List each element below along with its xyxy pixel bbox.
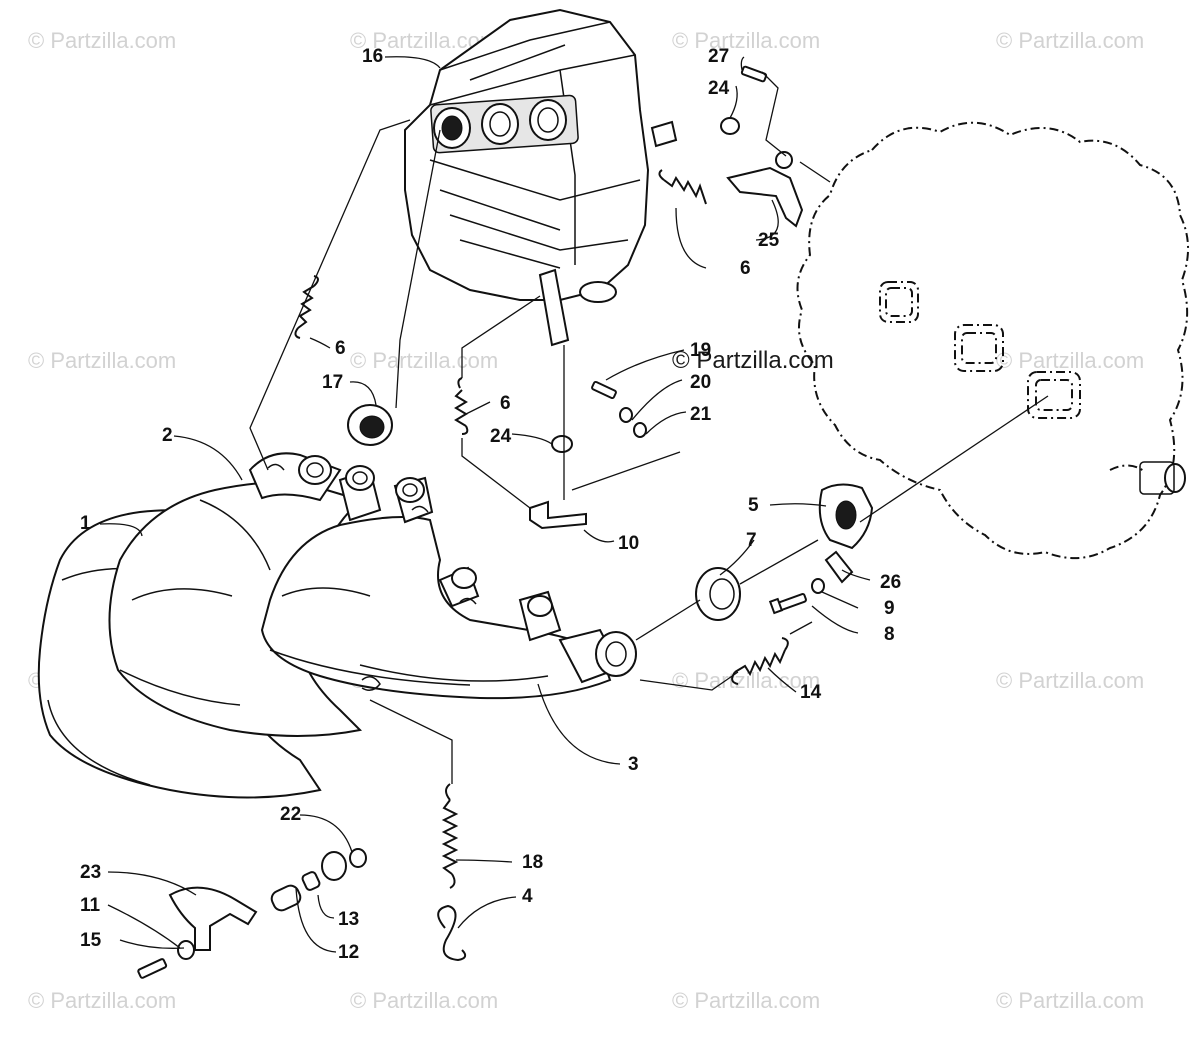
watermark: © Partzilla.com [350,988,498,1013]
spring-6-left [294,275,319,339]
watermark: © Partzilla.com [28,988,176,1013]
callout-17: 17 [322,372,343,393]
bracket-25 [726,151,804,228]
air-box [404,8,678,347]
callout-16: 16 [362,46,383,67]
callout-24: 24 [708,78,730,99]
flange-5 [818,483,874,550]
callout-6: 6 [500,393,511,414]
callout-8: 8 [884,624,895,645]
damper-22 [321,848,367,881]
callout-25: 25 [758,230,780,251]
bolt-27 [740,65,768,83]
watermark: © Partzilla.com [28,348,176,373]
callout-11: 11 [80,895,101,916]
callout-14: 14 [800,682,822,703]
spring-6-top-right [658,169,707,205]
bolt-8 [768,593,807,615]
callout-13: 13 [338,909,359,930]
callout-18: 18 [522,852,543,873]
watermark-prominent: © Partzilla.com [672,347,834,374]
spring-14 [731,637,789,685]
washer-9 [811,578,825,594]
watermark: © Partzilla.com [996,348,1144,373]
nut-21 [633,422,647,438]
washer-11 [177,940,195,960]
exhaust-assembly [37,452,637,799]
callout-5: 5 [748,495,759,516]
callout-9: 9 [884,598,895,619]
callout-23: 23 [80,862,101,883]
callout-26: 26 [880,572,901,593]
watermark: © Partzilla.com [28,28,176,53]
engine-outline [796,121,1190,560]
watermark: © Partzilla.com [672,988,820,1013]
callout-19: 19 [690,340,711,361]
callout-22: 22 [280,804,301,825]
callout-6: 6 [740,258,751,279]
bracket-26 [824,550,854,584]
callout-2: 2 [162,425,173,446]
bolt-15 [137,958,168,979]
hook-4 [437,904,467,962]
seal-17 [347,404,393,446]
callout-6: 6 [335,338,346,359]
callout-1: 1 [80,513,91,534]
washer-20 [619,407,633,423]
grommet-24-middle [551,435,573,453]
bracket-10 [529,500,587,530]
mount-23 [168,886,258,951]
callout-7: 7 [746,530,757,551]
leader-lines [99,56,1049,953]
spring-6-middle [454,377,469,435]
seal-7 [695,567,741,621]
spacer-13 [301,871,321,891]
callout-21: 21 [690,404,712,425]
watermark: © Partzilla.com [672,28,820,53]
callout-12: 12 [338,942,359,963]
spring-18 [441,783,459,889]
callout-15: 15 [80,930,102,951]
callout-10: 10 [618,533,639,554]
watermark: © Partzilla.com [672,668,820,693]
watermark: © Partzilla.com [350,348,498,373]
callout-24: 24 [490,426,512,447]
watermark: © Partzilla.com [996,28,1144,53]
callout-3: 3 [628,754,639,775]
callout-27: 27 [708,46,729,67]
callout-4: 4 [522,886,533,907]
callout-20: 20 [690,372,711,393]
callouts: 16 2 1 3 4 5 6 6 6 7 8 9 10 11 12 13 14 … [80,46,901,963]
bolt-19 [591,380,617,400]
grommet-24-top [720,117,740,135]
watermark: © Partzilla.com [996,668,1144,693]
bushing-12 [270,884,302,912]
watermark: © Partzilla.com [996,988,1144,1013]
